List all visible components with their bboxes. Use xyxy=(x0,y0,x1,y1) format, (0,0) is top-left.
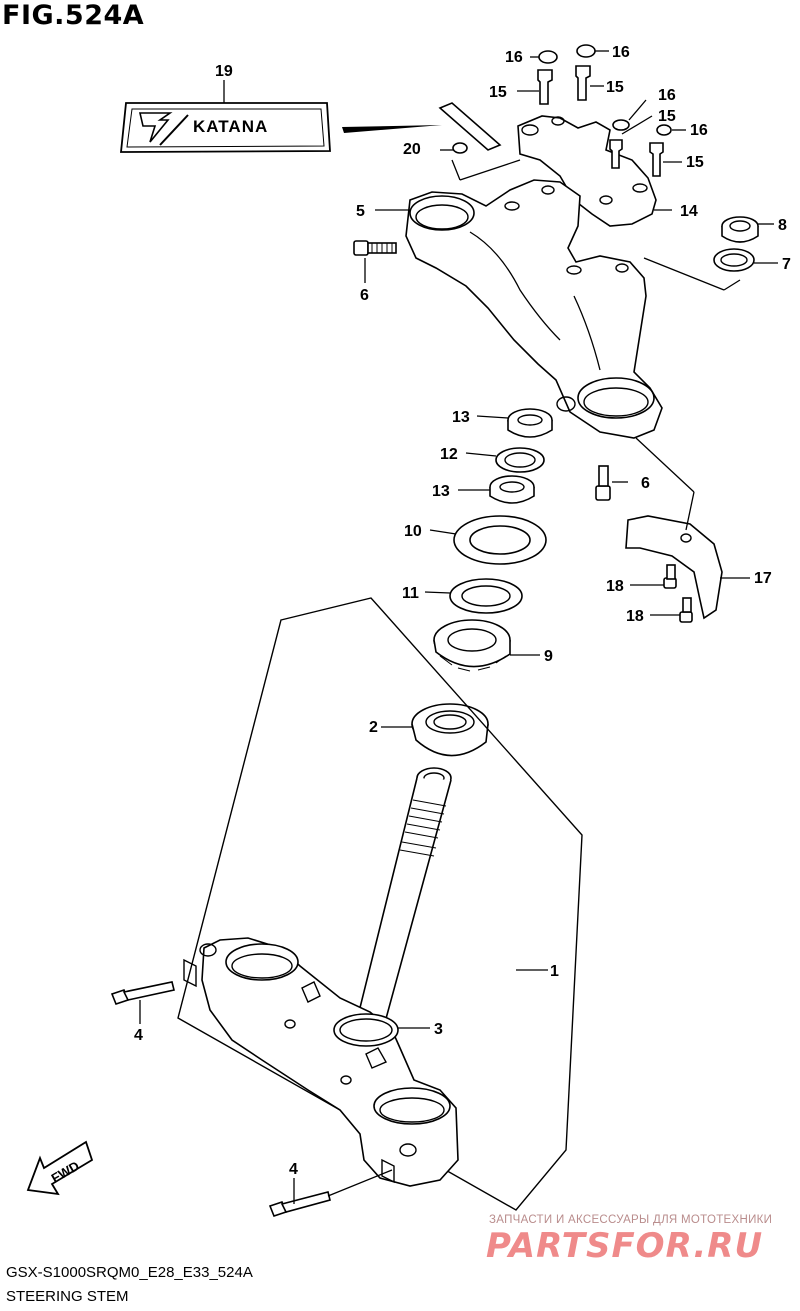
watermark-logo: PARTSFOR.RU xyxy=(486,1226,764,1266)
callout-19: 19 xyxy=(215,63,233,80)
callout-15: 15 xyxy=(658,108,676,125)
callout-15: 15 xyxy=(489,84,507,101)
callout-4: 4 xyxy=(289,1161,298,1178)
lower-bearing-part xyxy=(381,703,489,757)
callout-7: 7 xyxy=(782,256,791,273)
callout-3: 3 xyxy=(434,1021,443,1038)
figure-code: GSX-S1000SRQM0_E28_E33_524A xyxy=(6,1264,253,1281)
callout-labels: 19 16 16 15 15 16 15 16 20 15 5 14 8 6 7… xyxy=(134,44,791,1178)
callout-11: 11 xyxy=(402,585,419,602)
callout-12: 12 xyxy=(440,446,458,463)
pinch-bolts-parts xyxy=(110,981,393,1217)
clamp-bolt-upper-part xyxy=(353,240,397,283)
callout-6: 6 xyxy=(641,475,650,492)
callout-5: 5 xyxy=(356,203,365,220)
stem-nut-washer-parts xyxy=(643,216,778,291)
cover-screws-parts xyxy=(630,564,693,623)
figure-name: STEERING STEM xyxy=(6,1288,129,1305)
callout-16: 16 xyxy=(658,87,676,104)
callout-18: 18 xyxy=(606,578,624,595)
assembly-frame xyxy=(177,597,583,1211)
callout-16: 16 xyxy=(612,44,630,61)
callout-1: 1 xyxy=(550,963,559,980)
callout-2: 2 xyxy=(369,719,378,736)
steering-stem-part xyxy=(183,767,459,1187)
watermark-tagline: ЗАПЧАСТИ И АКСЕССУАРЫ ДЛЯ МОТОТЕХНИКИ xyxy=(489,1214,773,1226)
fwd-direction-arrow: FWD xyxy=(26,1140,94,1196)
callout-10: 10 xyxy=(404,523,422,540)
callout-17: 17 xyxy=(754,570,772,587)
callout-16: 16 xyxy=(505,49,523,66)
callout-4: 4 xyxy=(134,1027,143,1044)
lock-nut-washer-parts xyxy=(458,408,553,504)
emblem-text: KATANA xyxy=(193,117,268,136)
bolt-cap-group xyxy=(517,44,686,177)
callout-8: 8 xyxy=(778,217,787,234)
katana-logo-mark xyxy=(138,112,189,146)
figure-title: FIG.524A xyxy=(2,0,145,31)
callout-15: 15 xyxy=(686,154,704,171)
callout-13: 13 xyxy=(432,483,450,500)
callout-6: 6 xyxy=(360,287,369,304)
callout-20: 20 xyxy=(403,141,421,158)
callout-9: 9 xyxy=(544,648,553,665)
callout-14: 14 xyxy=(680,203,698,220)
callout-16: 16 xyxy=(690,122,708,139)
clamp-bolt-lower-part xyxy=(595,465,628,501)
dust-seal-parts xyxy=(424,515,547,614)
callout-13: 13 xyxy=(452,409,470,426)
stem-cover-part xyxy=(625,437,750,620)
handlebar-holder-part xyxy=(517,115,672,227)
callout-18: 18 xyxy=(626,608,644,625)
upper-bearing-part xyxy=(433,619,540,672)
callout-15: 15 xyxy=(606,79,624,96)
upper-bracket-part xyxy=(375,179,663,439)
katana-emblem-part: KATANA xyxy=(120,80,442,153)
adhesive-tape-part xyxy=(438,102,521,181)
